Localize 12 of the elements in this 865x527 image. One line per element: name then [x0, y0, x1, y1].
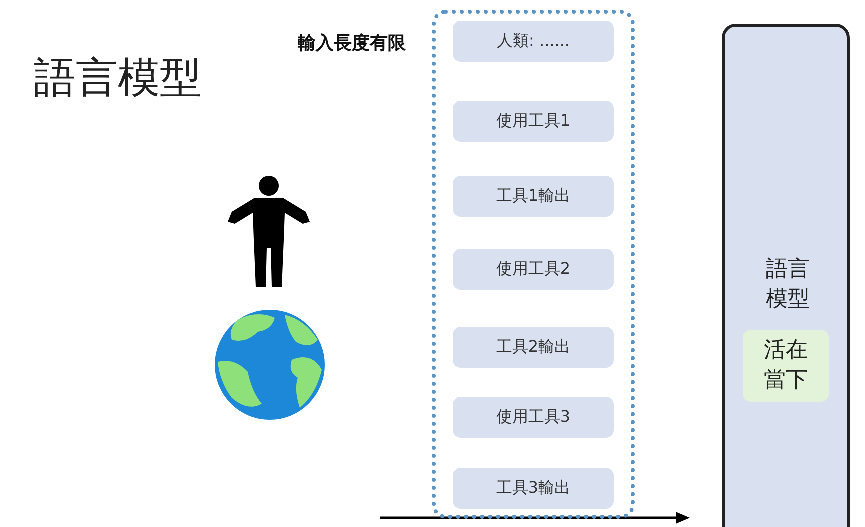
model-label: 語言模型 — [765, 256, 811, 314]
step-box: 使用工具3 — [453, 397, 614, 438]
step-box: 人類: ...... — [453, 21, 614, 62]
step-box: 使用工具1 — [453, 101, 614, 142]
note-box: 活在當下 — [743, 330, 829, 402]
step-box: 工具1輸出 — [453, 176, 614, 217]
step-box: 工具2輸出 — [453, 327, 614, 368]
frame-heading: 輸入長度有限 — [298, 32, 406, 55]
step-box: 工具3輸出 — [453, 468, 614, 509]
title: 語言模型 — [34, 52, 202, 104]
model-box — [722, 24, 850, 527]
step-box: 使用工具2 — [453, 249, 614, 290]
